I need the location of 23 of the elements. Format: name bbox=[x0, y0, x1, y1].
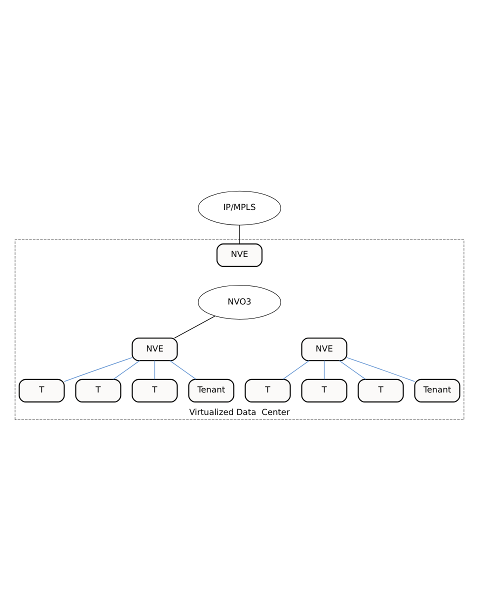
connector bbox=[64, 356, 133, 382]
connector bbox=[170, 360, 196, 380]
node-box: T bbox=[132, 378, 178, 402]
node-box: T bbox=[301, 378, 348, 402]
connector bbox=[346, 356, 415, 382]
node-box: NVE bbox=[132, 337, 178, 361]
connector bbox=[239, 224, 240, 244]
node-ellipse: IP/MPLS bbox=[198, 190, 282, 225]
node-box: T bbox=[75, 378, 122, 402]
connector bbox=[324, 360, 325, 380]
node-box: T bbox=[244, 378, 291, 402]
node-box: Tenant bbox=[188, 378, 234, 402]
connector bbox=[174, 315, 216, 338]
node-box: T bbox=[358, 378, 404, 402]
connector bbox=[113, 360, 140, 380]
node-box: Tenant bbox=[414, 378, 460, 402]
connector bbox=[339, 360, 366, 380]
node-box: T bbox=[18, 378, 65, 402]
node-box: NVE bbox=[301, 337, 348, 361]
node-ellipse: NVO3 bbox=[198, 284, 282, 320]
connector bbox=[282, 360, 310, 380]
node-box: NVE bbox=[216, 242, 263, 266]
connector bbox=[154, 360, 156, 380]
